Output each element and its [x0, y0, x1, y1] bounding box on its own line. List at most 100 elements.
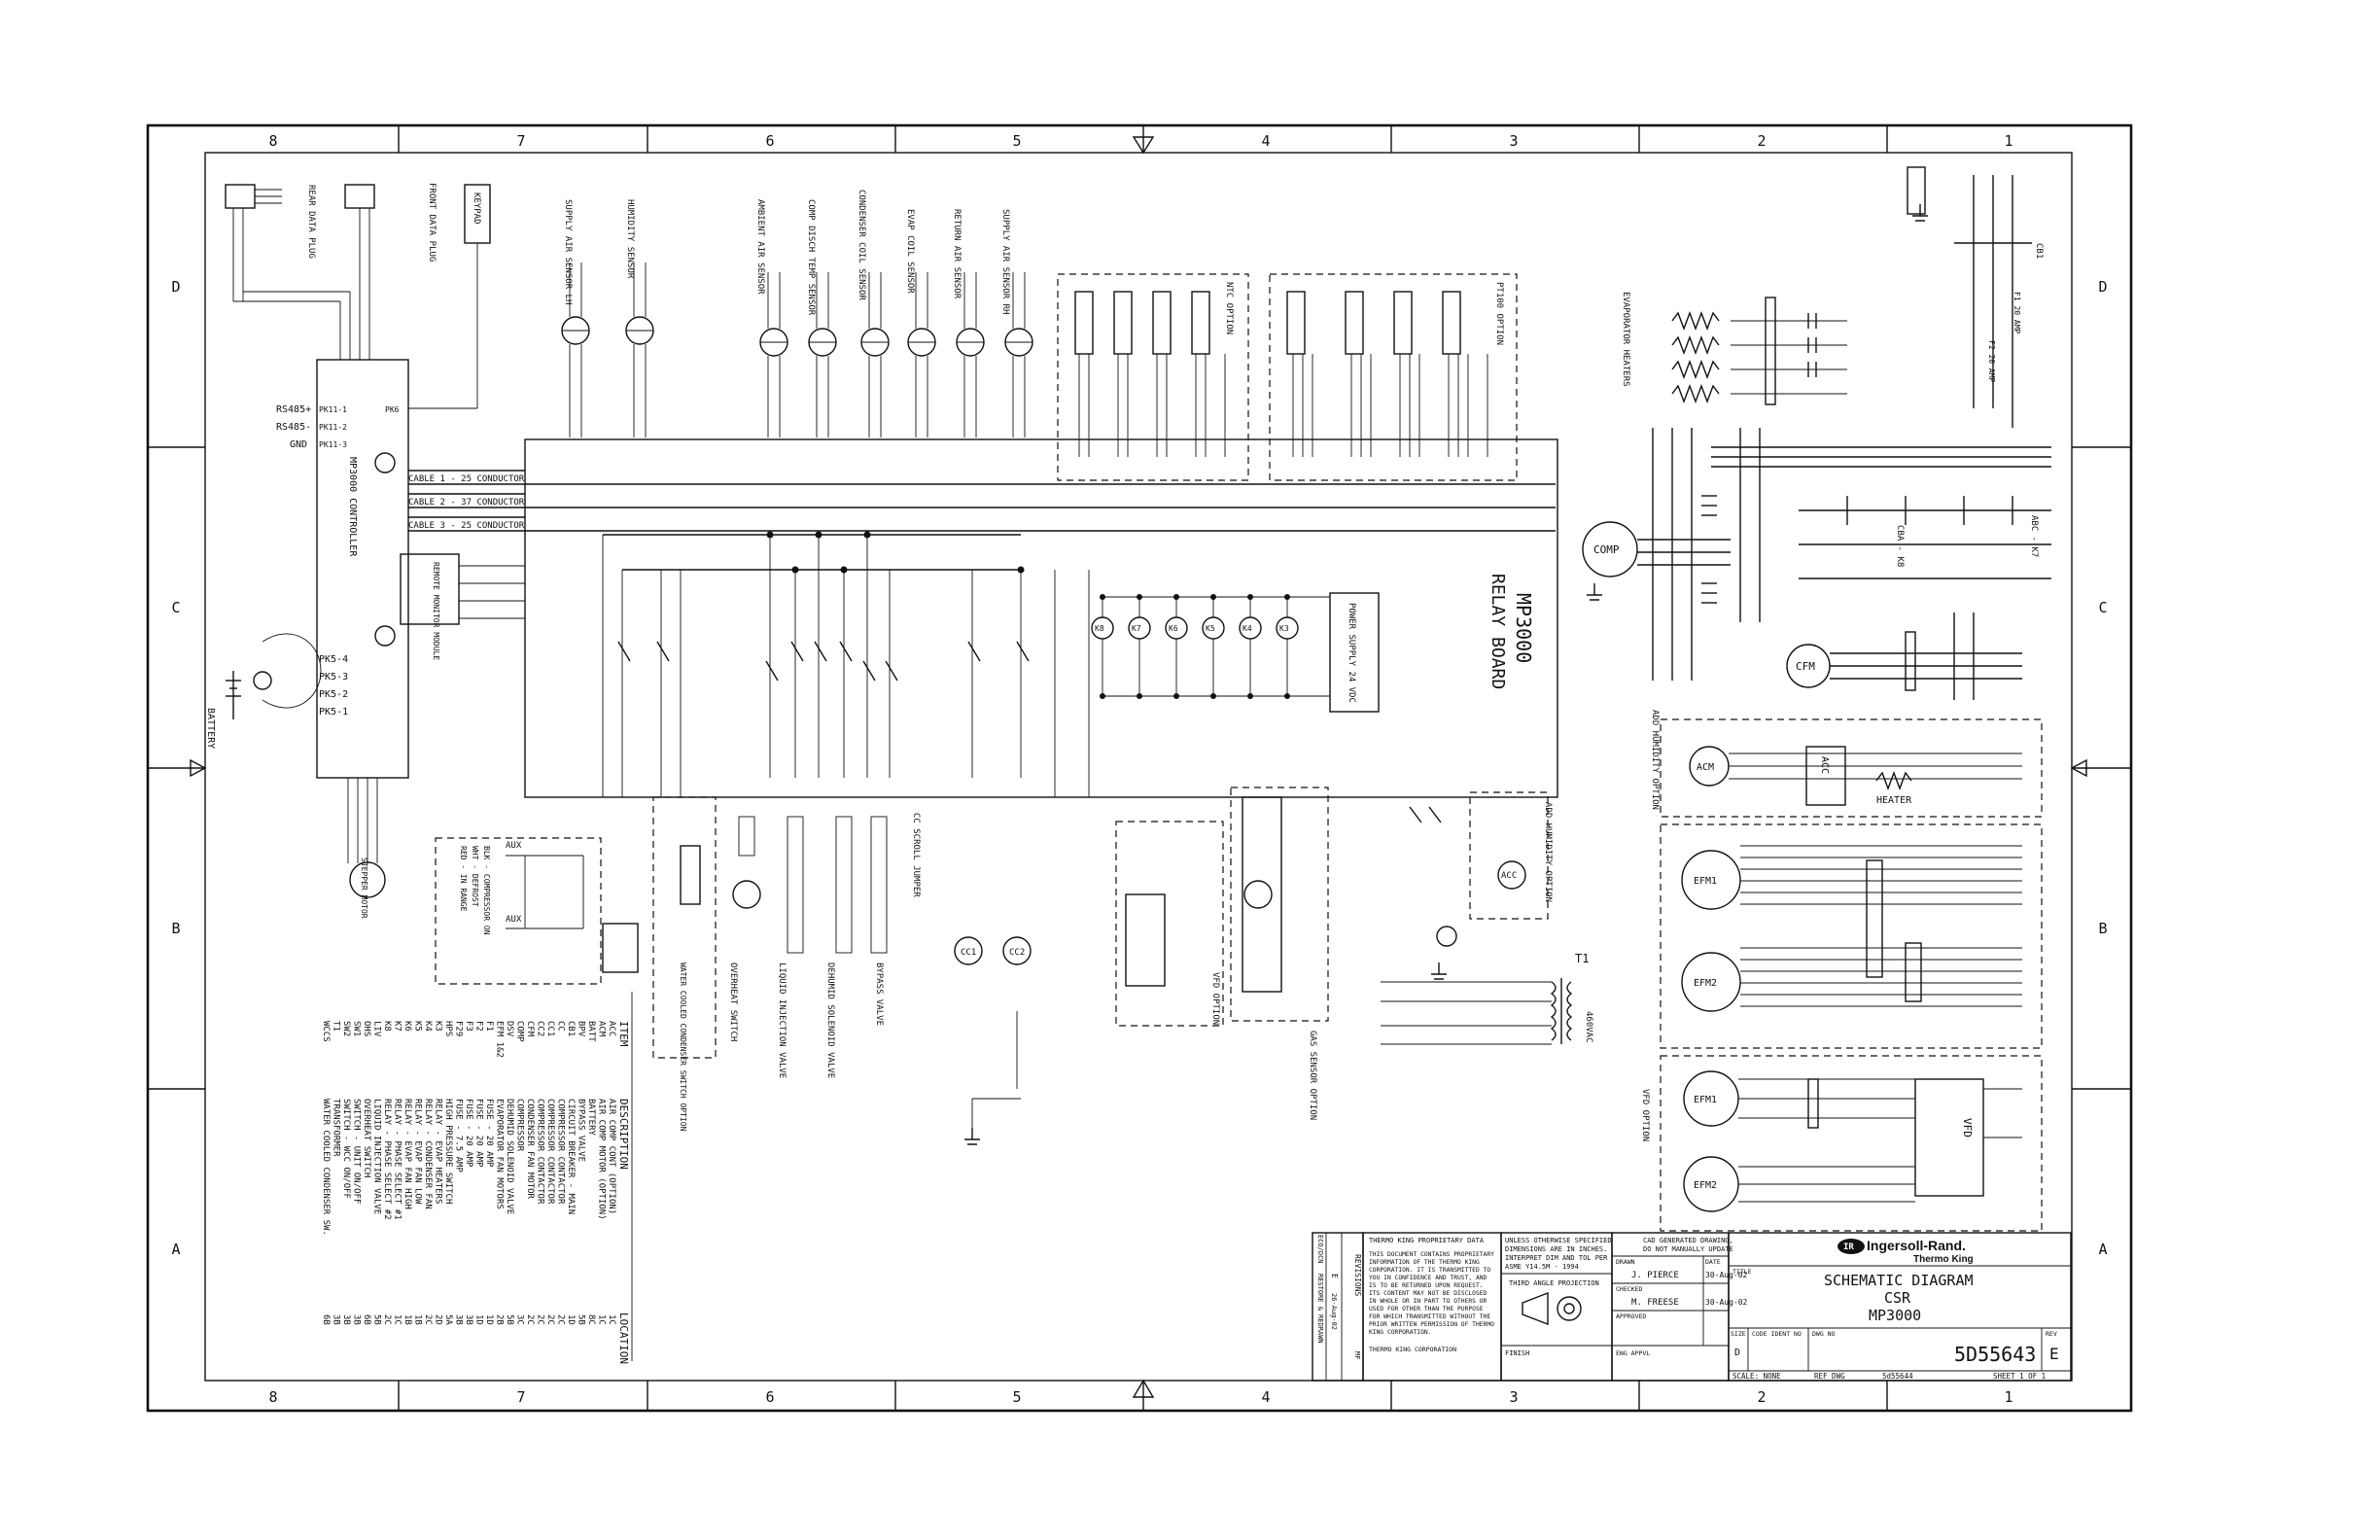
col-label-top-2: 2 [1757, 132, 1766, 150]
evaporator-heaters: EVAPORATOR HEATERS [1621, 292, 1847, 405]
evap-fan-motors: EFM1 EFM2 [1660, 823, 2043, 1049]
battery-label: BATTERY [205, 708, 216, 749]
legend-row-loc: 2C [525, 1314, 535, 1325]
ref-dwg-value: 5d55644 [1882, 1372, 1913, 1381]
add-humidity-right-label: ADD HUMIDITY OPTION [1650, 710, 1660, 810]
remote-monitor-label: REMOTE MONITOR MODULE [432, 562, 440, 660]
output-devices: OVERHEAT SWITCH LIQUID INJECTION VALVE D… [728, 816, 1032, 1128]
title-block: REVISIONS ECO/DCN E 26-Aug-02 RESTORE & … [1312, 1232, 2072, 1382]
svg-text:USED FOR OTHER THAN THE PURPOS: USED FOR OTHER THAN THE PURPOSE [1369, 1306, 1484, 1312]
legend-liv-label-draw: LIQUID INJECTION VALVE [777, 962, 787, 1078]
legend-row-item: F3 [464, 1021, 473, 1032]
legend-row-loc: 2C [423, 1314, 433, 1325]
svg-text:CC2: CC2 [1009, 948, 1025, 958]
legend-row-item: OHS [362, 1021, 371, 1036]
legend-row-item: F29 [454, 1021, 464, 1036]
legend-row-desc: WATER COOLED CONDENSER SW. [321, 1099, 331, 1236]
rev-value: E [2049, 1345, 2059, 1363]
legend-row-loc: 5B [505, 1314, 514, 1325]
svg-text:IS TO BE RETURNED UPON REQUEST: IS TO BE RETURNED UPON REQUEST. [1369, 1282, 1484, 1289]
ntc-option: NTC OPTION [1057, 273, 1249, 481]
keypad-label: KEYPAD [472, 192, 481, 225]
svg-text:SUPPLY AIR SENSOR RH: SUPPLY AIR SENSOR RH [1000, 209, 1010, 314]
rear-plug-label: REAR DATA PLUG [306, 185, 316, 259]
legend-row-loc: 2C [545, 1314, 555, 1325]
svg-text:ASME Y14.5M - 1994: ASME Y14.5M - 1994 [1505, 1263, 1579, 1271]
legend-row-desc: COMPRESSOR CONTACTOR [545, 1099, 555, 1205]
col-label-bot-5: 5 [1012, 1388, 1021, 1406]
pk5-1-label: PK5-1 [319, 707, 348, 718]
keypad: KEYPAD [464, 184, 491, 244]
pk11-3-label: PK11-3 [319, 440, 347, 449]
col-label-top-3: 3 [1509, 132, 1518, 150]
legend-row-item: ACM [597, 1021, 607, 1037]
phase-select: ABC - K7 CBA - K8 [1799, 496, 2051, 579]
svg-text:PRIOR WRITTEN PERMISSION OF TH: PRIOR WRITTEN PERMISSION OF THERMO [1369, 1321, 1494, 1328]
svg-text:CORPORATION. IT IS TRANSMITTED: CORPORATION. IT IS TRANSMITTED TO [1369, 1267, 1490, 1274]
legend-row-loc: 5B [372, 1314, 382, 1325]
acc-mid-label: ACC [1501, 871, 1517, 881]
legend-row-loc: 8C [586, 1314, 596, 1325]
sensor-supply-rh: SUPPLY AIR SENSOR RH [1000, 209, 1033, 438]
proprietary-title: THERMO KING PROPRIETARY DATA [1369, 1237, 1485, 1244]
power-supply-box [1329, 592, 1380, 713]
svg-text:THIS DOCUMENT CONTAINS PROPRIE: THIS DOCUMENT CONTAINS PROPRIETARY [1369, 1251, 1494, 1258]
cfm-label: CFM [1796, 660, 1815, 673]
row-label-left-B: B [171, 920, 180, 937]
comp-label: COMP [1593, 543, 1620, 556]
legend-row-desc: LIQUID INJECTION VALVE [372, 1099, 382, 1214]
checked-by: M. FREESE [1631, 1298, 1679, 1308]
legend-row-loc: 3B [341, 1314, 351, 1325]
sensor-return-air: RETURN AIR SENSOR [952, 209, 985, 438]
finish-label: FINISH [1505, 1349, 1529, 1357]
water-cooled-label: WATER COOLED CONDENSER SWITCH OPTION [679, 962, 687, 1132]
svg-text:K3: K3 [1279, 624, 1289, 633]
legend-row-loc: 2B [495, 1314, 505, 1325]
pk11-1-label: PK11-1 [319, 405, 347, 414]
svg-text:K8: K8 [1095, 624, 1104, 633]
svg-text:K5: K5 [1206, 624, 1215, 633]
legend-row-desc: SWITCH - UNIT ON/OFF [352, 1099, 362, 1204]
pk5-4-label: PK5-4 [319, 654, 348, 665]
legend-row-item: F1 [484, 1021, 494, 1032]
legend-row-item: HPS [443, 1021, 453, 1036]
water-cooled-option: WATER COOLED CONDENSER SWITCH OPTION [652, 796, 717, 1132]
legend-row-desc: TRANSFORMER [332, 1099, 341, 1157]
legend-row-loc: 1C [597, 1314, 607, 1325]
row-label-left-A: A [171, 1241, 180, 1258]
legend-row-item: SW1 [352, 1021, 362, 1036]
add-humidity-right: ADD HUMIDITY OPTION ACM ACC HEATER [1650, 710, 2043, 818]
legend-row-item: K8 [382, 1021, 392, 1032]
svg-text:INFORMATION OF THE THERMO KING: INFORMATION OF THE THERMO KING [1369, 1259, 1480, 1266]
vfd-right-label: VFD [1961, 1118, 1974, 1138]
aux-option: AUX AUX RED - IN RANGE WHT - DEFROST BLK… [435, 837, 639, 985]
cba-k8-label: CBA - K8 [1895, 525, 1905, 567]
title-line-1: SCHEMATIC DIAGRAM [1824, 1272, 1974, 1289]
legend-loc-header: LOCATION [617, 1312, 630, 1364]
add-humidity-left: ACC ADD HUMIDITY OPTION [1469, 791, 1553, 920]
legend-row-item: K5 [413, 1021, 423, 1032]
legend-row-loc: 6B [321, 1314, 331, 1325]
legend-row-loc: 2D [434, 1314, 443, 1325]
col-label-bot-6: 6 [765, 1388, 774, 1406]
svg-text:FOR WHICH TRANSMITTED WITHOUT: FOR WHICH TRANSMITTED WITHOUT THE [1369, 1313, 1490, 1320]
legend-row-item: SW2 [341, 1021, 351, 1036]
legend-row-desc: RELAY - CONDENSER FAN [423, 1099, 433, 1209]
col-label-top-1: 1 [2004, 132, 2012, 150]
vfd-option-box: VFD OPTION [1115, 821, 1224, 1027]
svg-text:IN WHOLE OR IN PART TO OTHERS: IN WHOLE OR IN PART TO OTHERS OR [1369, 1298, 1488, 1305]
acm-label: ACM [1697, 762, 1714, 773]
legend-row-desc: EVAPORATOR FAN MOTORS [495, 1099, 505, 1209]
row-label-right-B: B [2098, 920, 2107, 937]
legend-row-loc: 5B [577, 1314, 586, 1325]
aux-label-1: AUX [506, 841, 522, 851]
legend-row-item: K7 [393, 1021, 402, 1032]
drawn-label: DRAWN [1616, 1258, 1635, 1266]
svg-text:RETURN AIR SENSOR: RETURN AIR SENSOR [952, 209, 962, 299]
cable3-label: CABLE 3 - 25 CONDUCTOR [408, 521, 525, 531]
col-label-bot-7: 7 [516, 1388, 525, 1406]
legend-desc-header: DESCRIPTION [617, 1099, 630, 1170]
eng-appvl-label: ENG APPVL [1616, 1349, 1650, 1357]
svg-text:KING CORPORATION.: KING CORPORATION. [1369, 1329, 1431, 1336]
title-line-3: MP3000 [1869, 1307, 1921, 1324]
